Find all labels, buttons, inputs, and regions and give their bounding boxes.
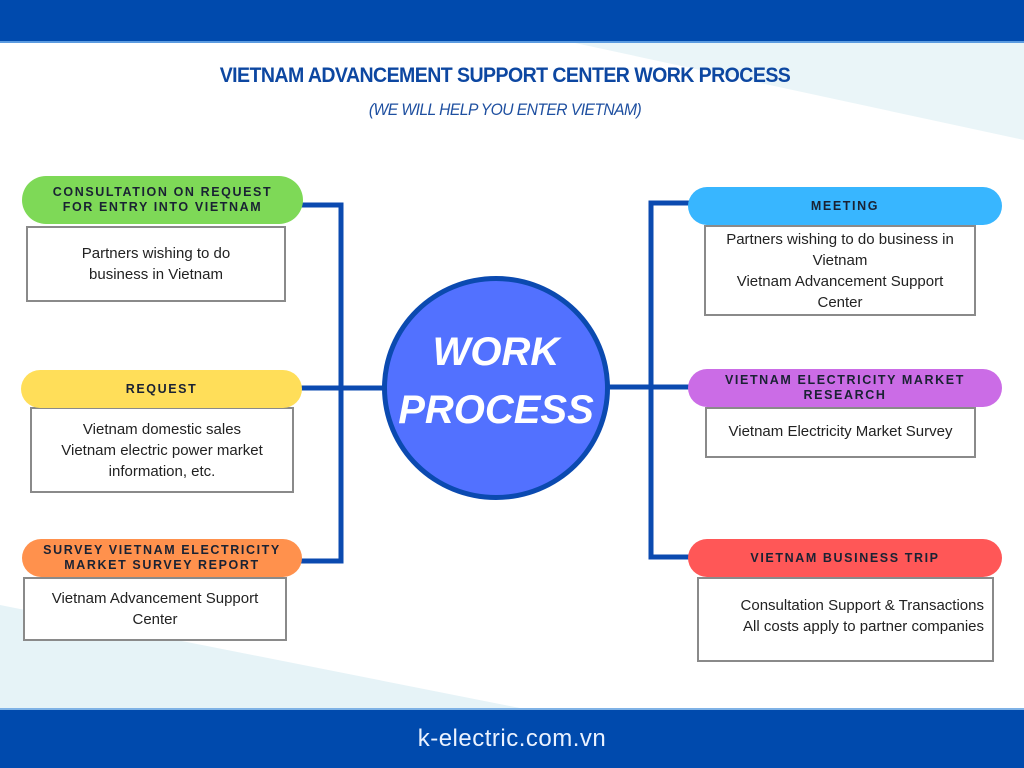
step-consultation-box: Partners wishing to do business in Vietn… (26, 226, 286, 302)
step-request-title: REQUEST (125, 381, 198, 396)
step-request-pill: REQUEST (21, 370, 302, 408)
step-business-trip-line: All costs apply to partner companies (743, 617, 984, 635)
step-meeting-box: Partners wishing to do business in Vietn… (704, 225, 976, 316)
footer-banner: k-electric.com.vn (0, 708, 1024, 768)
step-meeting-pill: MEETING (688, 187, 1002, 225)
step-meeting-line: Center (817, 293, 863, 311)
step-request-line: Vietnam domestic sales (82, 420, 242, 438)
step-research-box: Vietnam Electricity Market Survey (705, 407, 976, 458)
step-meeting-line: Partners wishing to do business in (726, 230, 954, 248)
connector-left-bracket (300, 202, 344, 564)
step-meeting-line: Vietnam (812, 251, 868, 269)
step-research-line: Vietnam Electricity Market Survey (728, 423, 953, 440)
center-label-line1: WORK (432, 330, 560, 374)
step-request-line: Vietnam electric power market (61, 441, 263, 459)
step-survey-box: Vietnam Advancement Support Center (23, 577, 287, 641)
step-meeting-title: MEETING (810, 198, 880, 213)
step-consultation-title: CONSULTATION ON REQUEST FOR ENTRY INTO V… (52, 185, 273, 214)
step-request-line: information, etc. (108, 462, 216, 480)
connector-right-bracket (648, 200, 692, 560)
top-banner (0, 0, 1024, 43)
step-request-box: Vietnam domestic sales Vietnam electric … (30, 407, 294, 493)
website-link[interactable]: k-electric.com.vn (417, 725, 607, 752)
step-consultation-line: business in Vietnam (89, 266, 223, 283)
step-business-trip-line: Consultation Support & Transactions (740, 596, 984, 614)
step-business-trip-title: VIETNAM BUSINESS TRIP (750, 550, 940, 565)
step-research-pill: VIETNAM ELECTRICITY MARKET RESEARCH (688, 369, 1002, 407)
step-research-title: VIETNAM ELECTRICITY MARKET RESEARCH (725, 373, 965, 402)
step-business-trip-box: Consultation Support & Transactions All … (697, 577, 994, 662)
page-title: VIETNAM ADVANCEMENT SUPPORT CENTER WORK … (219, 64, 791, 87)
center-label-line2: PROCESS (398, 388, 594, 432)
step-meeting-line: Vietnam Advancement Support (736, 272, 944, 290)
page-subtitle: (WE WILL HELP YOU ENTER VIETNAM) (368, 100, 642, 119)
step-survey-title: SURVEY VIETNAM ELECTRICITY MARKET SURVEY… (43, 543, 281, 572)
step-survey-pill: SURVEY VIETNAM ELECTRICITY MARKET SURVEY… (22, 539, 302, 577)
work-process-circle: WORK PROCESS (382, 276, 610, 500)
step-survey-line: Vietnam Advancement Support (51, 590, 259, 607)
step-business-trip-pill: VIETNAM BUSINESS TRIP (688, 539, 1002, 577)
step-consultation-line: Partners wishing to do (81, 245, 231, 262)
step-consultation-pill: CONSULTATION ON REQUEST FOR ENTRY INTO V… (22, 176, 303, 224)
step-survey-line: Center (132, 611, 178, 628)
